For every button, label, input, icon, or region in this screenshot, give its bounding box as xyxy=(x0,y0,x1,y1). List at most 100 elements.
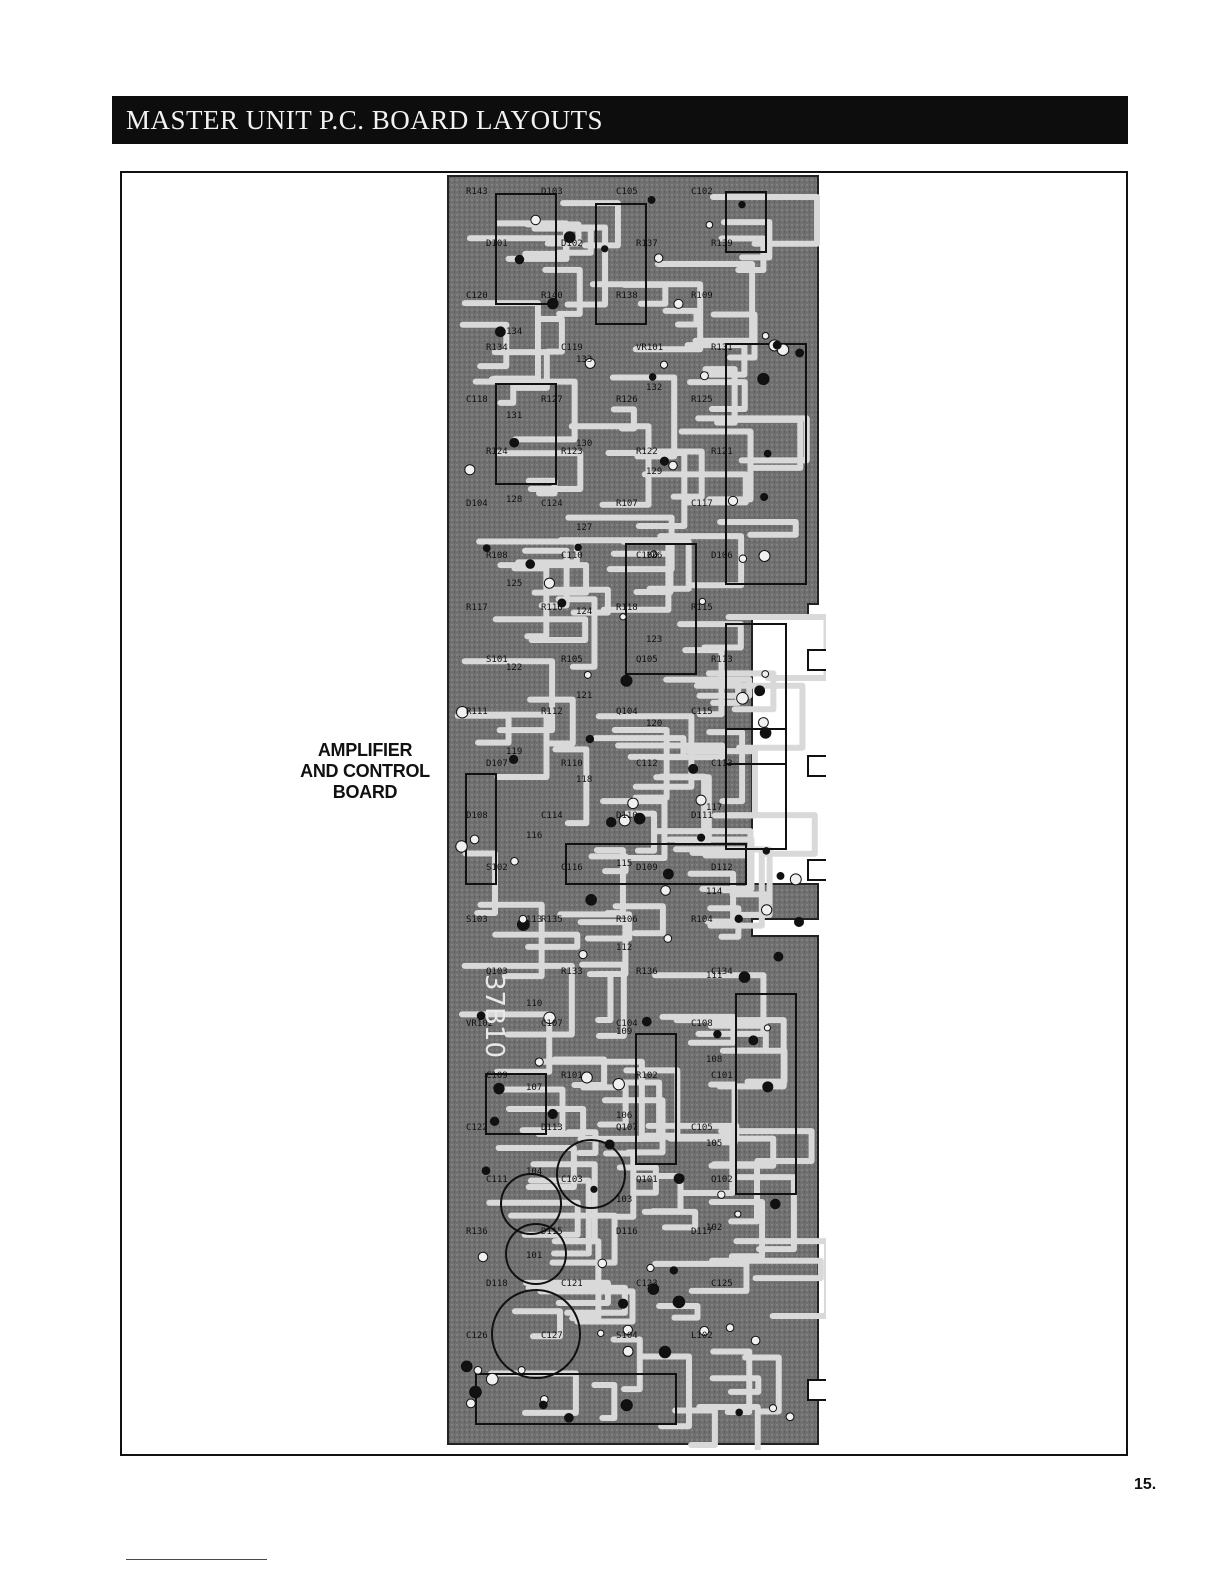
solder-pad xyxy=(455,840,468,853)
copper-trace xyxy=(609,374,678,460)
solder-pad xyxy=(653,253,664,263)
copper-trace xyxy=(579,961,627,1039)
solder-pad xyxy=(481,1166,491,1176)
solder-pad xyxy=(564,1413,574,1423)
component-reference: R136 xyxy=(636,967,658,977)
component-reference: C107 xyxy=(541,1019,563,1029)
component-reference: C127 xyxy=(541,1331,563,1341)
component-reference: D107 xyxy=(486,759,508,769)
copper-trace xyxy=(537,1288,636,1325)
component-reference: L102 xyxy=(691,1331,713,1341)
copper-trace xyxy=(466,235,570,262)
component-reference: C106 xyxy=(636,551,658,561)
solder-pad xyxy=(776,871,785,880)
capacitor-outline xyxy=(505,1223,567,1285)
copper-trace xyxy=(742,1354,782,1415)
component-reference: D110 xyxy=(616,811,638,821)
board-number: 37B10 xyxy=(479,974,509,1058)
component-reference: R101 xyxy=(561,1071,583,1081)
component-reference: D101 xyxy=(486,239,508,249)
wire-label: 112 xyxy=(616,943,632,953)
component-reference: R113 xyxy=(711,655,733,665)
component-outline xyxy=(725,191,767,253)
solder-pad xyxy=(476,1011,486,1021)
solder-pad xyxy=(785,1412,795,1422)
wire-label: 125 xyxy=(506,579,522,589)
component-reference: C113 xyxy=(711,759,733,769)
solder-pad xyxy=(627,797,639,810)
board-label: AMPLIFIER AND CONTROL BOARD xyxy=(272,740,458,803)
solder-pad xyxy=(590,1185,598,1193)
component-reference: D108 xyxy=(466,811,488,821)
copper-trace xyxy=(717,519,799,538)
solder-pad xyxy=(673,298,684,309)
component-reference: R127 xyxy=(541,395,563,405)
solder-pad xyxy=(695,794,707,806)
component-reference: D109 xyxy=(636,863,658,873)
solder-pad xyxy=(748,1035,759,1046)
solder-pad xyxy=(510,856,519,866)
component-reference: S103 xyxy=(466,915,488,925)
copper-trace xyxy=(641,1208,699,1231)
component-reference: R135 xyxy=(541,915,563,925)
wire-label: 133 xyxy=(576,355,592,365)
component-reference: C117 xyxy=(691,499,713,509)
copper-trace xyxy=(568,423,652,508)
solder-pad xyxy=(750,1335,761,1346)
component-reference: C101 xyxy=(711,1071,733,1081)
copper-trace xyxy=(654,260,756,344)
solder-pad xyxy=(543,1011,556,1025)
component-reference: C112 xyxy=(636,759,658,769)
copper-trace xyxy=(527,696,576,747)
copper-trace xyxy=(542,266,583,317)
solder-pad xyxy=(508,754,519,765)
solder-pad xyxy=(734,914,743,923)
copper-trace xyxy=(577,919,629,977)
solder-pad xyxy=(574,543,582,552)
component-reference: S104 xyxy=(616,1331,638,1341)
solder-pad xyxy=(477,1251,489,1263)
wire-label: 129 xyxy=(646,467,662,477)
component-reference: Q101 xyxy=(636,1175,658,1185)
component-reference: C124 xyxy=(541,499,563,509)
wire-label: 134 xyxy=(506,327,522,337)
component-reference: VR101 xyxy=(636,343,663,353)
solder-pad xyxy=(585,734,595,744)
component-outline xyxy=(495,193,557,305)
copper-trace xyxy=(592,735,687,760)
solder-pad xyxy=(705,221,714,229)
solder-pad xyxy=(761,670,770,678)
component-reference: D106 xyxy=(711,551,733,561)
component-reference: R138 xyxy=(616,291,638,301)
component-reference: D102 xyxy=(561,239,583,249)
component-outline xyxy=(725,728,787,850)
component-reference: C108 xyxy=(691,1019,713,1029)
component-reference: R139 xyxy=(711,239,733,249)
solder-pad xyxy=(648,373,657,381)
solder-pad xyxy=(518,914,528,924)
component-reference: R104 xyxy=(691,915,713,925)
copper-trace xyxy=(472,378,578,443)
solder-pad xyxy=(557,598,567,608)
component-reference: D112 xyxy=(711,863,733,873)
wire-label: 108 xyxy=(706,1055,722,1065)
solder-pad xyxy=(604,1139,615,1150)
component-outline xyxy=(625,543,697,675)
component-reference: C125 xyxy=(711,1279,733,1289)
wire-label: 119 xyxy=(506,747,522,757)
wire-label: 114 xyxy=(706,887,722,897)
solder-pad xyxy=(547,1108,558,1120)
component-reference: R131 xyxy=(711,343,733,353)
copper-trace xyxy=(718,1128,815,1165)
solder-pad xyxy=(597,1258,608,1269)
component-outline xyxy=(725,623,787,765)
component-reference: D103 xyxy=(541,187,563,197)
component-reference: Q102 xyxy=(711,1175,733,1185)
component-outline xyxy=(725,343,807,585)
solder-pad xyxy=(580,1071,593,1084)
solder-pad xyxy=(525,559,536,569)
component-reference: C134 xyxy=(711,967,733,977)
component-reference: C110 xyxy=(561,551,583,561)
copper-trace xyxy=(508,1212,618,1266)
solder-pad xyxy=(584,357,596,369)
